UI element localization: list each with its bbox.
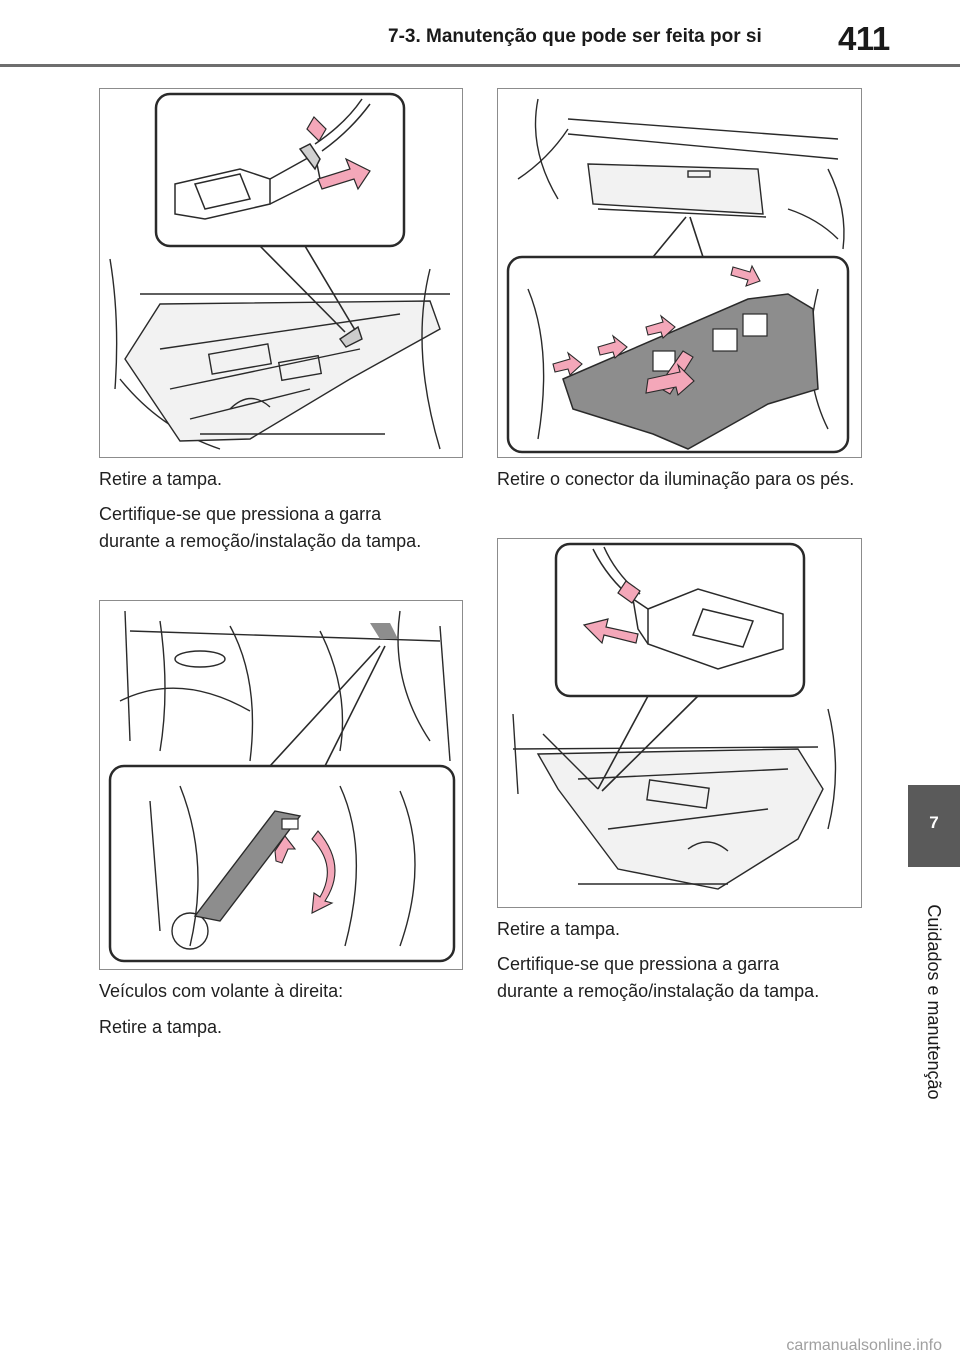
rhd-step: Retire a tampa. — [99, 1017, 223, 1037]
connector-caption: Retire o conector da iluminação para os … — [497, 469, 855, 489]
rhd-caption: Veículos com volante à direita: — [99, 981, 344, 1001]
step-caption-right: Retire a tampa. — [497, 919, 621, 939]
chapter-number: 7 — [929, 813, 939, 832]
step-note: Certifique-se que pressiona a garra dura… — [99, 504, 422, 551]
console-cover-illustration — [108, 610, 456, 963]
chapter-tab[interactable]: 7 — [908, 785, 960, 867]
figure-cover-removal-rhd — [99, 600, 463, 970]
watermark: carmanualsonline.info — [786, 1337, 942, 1354]
figure-connector-removal — [497, 538, 862, 908]
figure-glovebox-removal — [497, 88, 862, 458]
step-note-right: Certifique-se que pressiona a garra dura… — [497, 954, 820, 1001]
figure-cover-removal-lhd — [99, 88, 463, 458]
chapter-label: Cuidados e manutenção — [924, 904, 944, 1100]
section-title: 7-3. Manutenção que pode ser feita por s… — [388, 26, 762, 47]
connector-illustration — [512, 542, 837, 890]
header-divider — [0, 64, 960, 67]
glovebox-illustration — [506, 98, 850, 454]
page-number: 411 — [838, 20, 890, 57]
cover-clip-illustration — [109, 92, 450, 450]
step-caption: Retire a tampa. — [99, 469, 223, 489]
